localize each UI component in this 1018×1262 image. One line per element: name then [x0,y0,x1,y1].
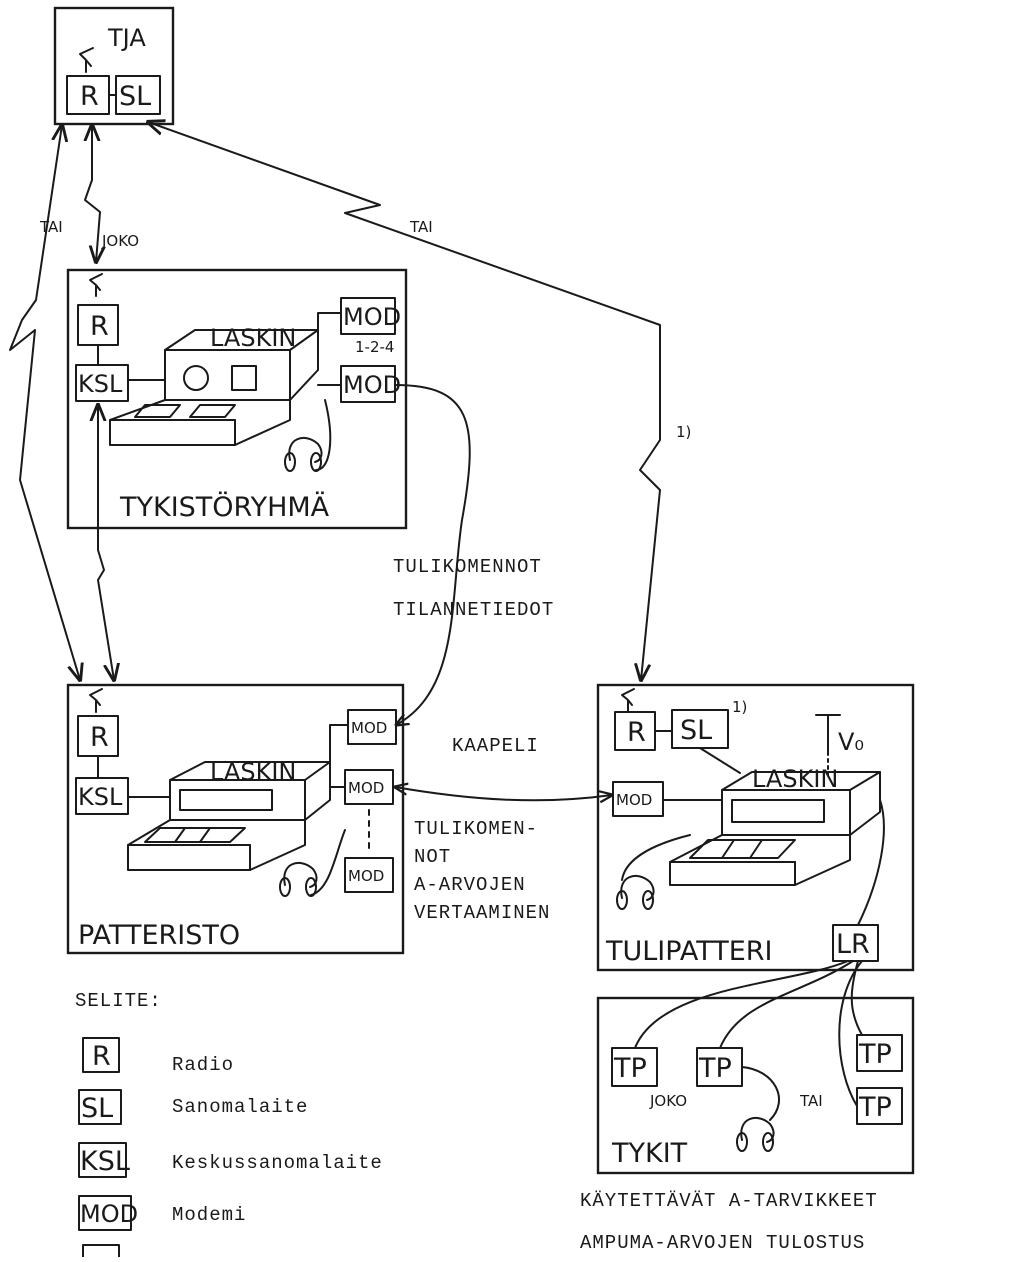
legend-symbol-box-partial [82,1244,120,1262]
legend-label: Keskussanomalaite [172,1152,383,1174]
legend-symbol-box [82,1037,120,1073]
headset-icon [279,829,346,897]
tykistoryhma-title: TYKISTÖRYHMÄ [119,491,330,523]
tulipatteri-node: R SL 1) V₀ LASKIN MOD [596,683,915,972]
pt-ksl-label: KSL [78,783,123,811]
annotation-tulikomennot: TULIKOMENNOT [393,556,542,578]
tr-mod-range: 1-2-4 [355,338,394,356]
link-mod-cable-1 [395,384,471,725]
patteristo-node: R KSL LASKIN MOD MOD MOD [66,683,405,955]
pt-mod-label-2: MOD [348,779,384,797]
link-tai-left-label: TAI [39,218,63,236]
tja-title: TJA [107,24,146,52]
tp-lr-label: LR [836,929,870,960]
tp-calculator-icon [669,771,881,886]
patteristo-title: PATTERISTO [78,920,240,951]
link-footnote-1: 1) [676,423,691,441]
tja-radio-label: R [80,81,99,112]
annotation-ampuma: AMPUMA-ARVOJEN TULOSTUS [580,1232,865,1254]
annotation-kaytettavat: KÄYTETTÄVÄT A-TARVIKKEET [580,1190,878,1212]
antenna-icon [79,47,94,73]
tp-lr-box [832,924,879,962]
tp-vo-label: V₀ [838,728,864,756]
tr-calculator-label: LASKIN [210,324,296,352]
patteristo-frame [66,683,405,955]
tykit-tp-box-3 [856,1034,903,1072]
tulipatteri-frame [596,683,915,972]
tp-calculator-label: LASKIN [752,765,838,793]
tulipatteri-title: TULIPATTERI [605,936,772,967]
annotation-a-arvojen: A-ARVOJEN [414,874,526,896]
link-kaapeli [395,787,612,800]
pt-calculator-icon [127,761,331,871]
legend-label: Sanomalaite [172,1096,308,1118]
tr-mod-label-1: MOD [343,303,401,331]
tr-mod-label-2: MOD [343,371,401,399]
tp-radio-label: R [627,717,646,748]
tp-sl-label: SL [680,715,712,746]
tykit-node: TP TP TP TP JOKO TAI TYKIT [596,960,915,1175]
legend-symbol: KSL [80,1146,130,1177]
legend-symbol-box [78,1195,132,1231]
legend-title: SELITE: [75,990,162,1012]
annotation-kaapeli: KAAPELI [452,735,539,757]
link-tai-right [148,122,661,680]
tja-sl-label: SL [119,81,151,112]
link-joko [85,125,100,262]
annotation-tilannetiedot: TILANNETIEDOT [393,599,554,621]
vo-antenna-icon [815,714,841,776]
legend-symbol: MOD [80,1200,138,1228]
tja-frame [53,6,175,126]
legend-label: Radio [172,1054,234,1076]
link-ksl-patteristo [98,405,114,680]
legend-symbol: R [92,1041,111,1072]
tykit-tp-label-2: TP [698,1053,732,1084]
pt-radio-label: R [90,722,109,753]
pt-calculator-label: LASKIN [210,758,296,786]
legend-symbol-box [78,1142,127,1178]
antenna-icon [621,688,635,713]
tr-radio-label: R [90,311,109,342]
headset-icon [284,399,332,472]
annotation-tulikomen-2: NOT [414,846,451,868]
headset-icon [616,834,691,910]
tykit-joko: JOKO [649,1092,687,1110]
tja-node: TJA R SL [53,6,175,126]
legend-symbol-box [78,1089,122,1125]
tykit-tp-label-3: TP [858,1039,892,1070]
tykit-tai: TAI [799,1092,823,1110]
tykit-tp-label-1: TP [613,1053,647,1084]
link-joko-label: JOKO [101,232,139,250]
tr-ksl-label: KSL [78,370,123,398]
annotation-tulikomen-1: TULIKOMEN- [414,818,538,840]
link-tai-left [9,125,80,680]
tja-sl-box [115,75,161,115]
pt-mod-label-3: MOD [348,867,384,885]
tykit-tp-label-4: TP [858,1092,892,1123]
tykit-frame [596,996,915,1175]
tykistoryhma-node: R KSL LASKIN MOD 1-2-4 MOD [66,268,408,530]
tykit-title: TYKIT [611,1138,688,1169]
link-tai-right-label: TAI [409,218,433,236]
pt-mod-label-1: MOD [351,719,387,737]
tp-mod-label: MOD [616,791,652,809]
legend-label: Modemi [172,1204,246,1226]
antenna-icon [89,273,103,297]
antenna-icon [89,688,103,713]
legend-symbol: SL [81,1093,113,1124]
annotation-vertaaminen: VERTAAMINEN [414,902,550,924]
pt-mod-box-3 [344,857,394,893]
tp-footnote: 1) [732,698,747,716]
legend: SELITE: R Radio SL Sanomalaite KSL Kesku… [75,990,383,1262]
headset-icon [736,1066,781,1152]
